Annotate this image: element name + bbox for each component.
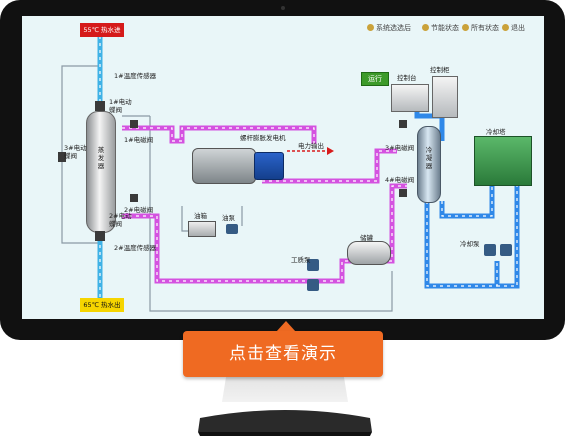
control-desk-label: 控制台 [397, 74, 417, 82]
toolbar-item-saving[interactable]: 节能状态 [422, 23, 459, 33]
exit-icon [502, 24, 509, 31]
screw-expander-icon[interactable] [192, 148, 256, 184]
valve-2-label: 2#电动 蝶阀 [109, 212, 132, 228]
hot-water-inlet-label: 55℃ 热水进 [80, 23, 124, 37]
control-cabinet-icon[interactable] [432, 76, 458, 118]
cooling-pump-label: 冷却泵 [460, 240, 480, 248]
condenser-label: 冷 凝 器 [425, 146, 433, 170]
reservoir-tank[interactable] [347, 241, 391, 265]
cooling-pump-icon[interactable] [484, 244, 496, 256]
cooling-pump-icon[interactable] [500, 244, 512, 256]
control-cabinet-label: 控制柜 [430, 66, 450, 74]
monitor-screen: 系统选选后 节能状态 所有状态 退出 [22, 16, 544, 319]
hot-water-outlet-label: 65℃ 热水出 [80, 298, 124, 312]
temp-sensor-1-label: 1#温度传感器 [114, 72, 157, 80]
solenoid-2-icon[interactable] [130, 194, 138, 202]
solenoid-4-label: 4#电磁阀 [385, 176, 415, 184]
solenoid-4-icon[interactable] [399, 189, 407, 197]
evaporator-label: 蒸 发 器 [97, 146, 105, 170]
reservoir-label: 储罐 [360, 234, 373, 242]
generator-icon[interactable] [254, 152, 284, 180]
working-pump-icon[interactable] [307, 259, 319, 271]
valve-1-label: 1#电动 蝶阀 [109, 98, 132, 114]
cta-pointer [276, 321, 296, 332]
oil-tank-icon[interactable] [188, 221, 216, 237]
valve-1-icon[interactable] [95, 101, 105, 111]
control-desk-icon[interactable] [391, 84, 429, 112]
run-button[interactable]: 运行 [361, 72, 389, 86]
view-demo-button[interactable]: 点击查看演示 [183, 331, 383, 377]
solenoid-1-icon[interactable] [130, 120, 138, 128]
temp-sensor-2-label: 2#温度传感器 [114, 244, 157, 252]
circle-icon [367, 24, 374, 31]
valve-2-icon[interactable] [95, 231, 105, 241]
cooling-tower-icon[interactable] [474, 136, 532, 186]
toolbar-item-exit[interactable]: 退出 [502, 23, 525, 33]
oil-pump-icon[interactable] [226, 224, 238, 234]
toolbar-label: 系统选选后 [376, 24, 411, 32]
camera-dot [281, 6, 285, 10]
circle-icon [422, 24, 429, 31]
solenoid-3-icon[interactable] [399, 120, 407, 128]
condenser-tank[interactable] [417, 126, 441, 203]
solenoid-2-label: 2#电磁阀 [124, 206, 154, 214]
screw-generator-label: 螺杆膨胀发电机 [240, 134, 286, 142]
working-pump-icon[interactable] [307, 279, 319, 291]
toolbar-label: 退出 [511, 24, 525, 32]
working-pump-label: 工质泵 [291, 256, 311, 264]
toolbar-item-system[interactable]: 系统选选后 [367, 23, 411, 33]
solenoid-1-label: 1#电磁阀 [124, 136, 154, 144]
valve-3-left-label: 3#电动 蝶阀 [64, 144, 87, 160]
cooling-tower-label: 冷却塔 [486, 128, 506, 136]
circle-icon [462, 24, 469, 31]
toolbar-label: 节能状态 [431, 24, 459, 32]
toolbar-label: 所有状态 [471, 24, 499, 32]
toolbar-item-all-status[interactable]: 所有状态 [462, 23, 499, 33]
power-output-label: 电力输出 [298, 142, 324, 150]
evaporator-tank[interactable] [86, 111, 116, 233]
oil-pump-label: 油泵 [222, 214, 235, 222]
oil-tank-label: 油箱 [194, 212, 207, 220]
pipe-network [61, 36, 520, 312]
solenoid-3-label: 3#电磁阀 [385, 144, 415, 152]
valve-3-icon[interactable] [58, 152, 66, 162]
